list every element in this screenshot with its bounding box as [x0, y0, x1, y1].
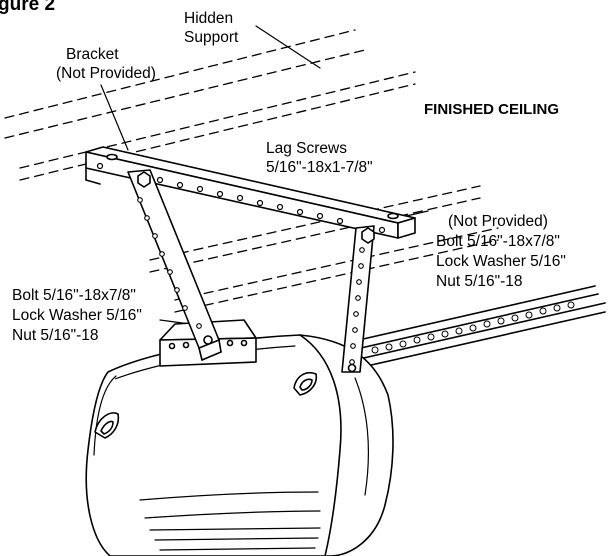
opener-body — [85, 334, 394, 556]
right-hardware-line-4: Nut 5/16"-18 — [436, 273, 523, 290]
right-hardware-label: (Not Provided) Bolt 5/16"-18x7/8" Lock W… — [436, 212, 566, 292]
light-lens-vents — [149, 527, 321, 551]
door-rail — [349, 285, 606, 369]
lag-screws-line-1: Lag Screws — [266, 140, 347, 157]
left-hardware-line-1: Bolt 5/16"-18x7/8" — [12, 287, 136, 304]
bracket-holes — [96, 162, 386, 234]
opener-mounting-tab — [159, 319, 257, 367]
left-hardware-label: Bolt 5/16"-18x7/8" Lock Washer 5/16" Nut… — [12, 286, 142, 346]
bracket-line-1: Bracket — [66, 46, 119, 63]
lag-screws-label: Lag Screws 5/16"-18x1-7/8" — [266, 139, 373, 177]
finished-ceiling-label: FINISHED CEILING — [424, 101, 560, 118]
left-hardware-line-2: Lock Washer 5/16" — [12, 307, 142, 324]
left-hardware-line-3: Nut 5/16"-18 — [12, 327, 99, 344]
hardware-bolts — [137, 171, 375, 373]
figure-title: gure 2 — [0, 0, 56, 15]
hidden-support-line-2: Support — [184, 29, 239, 46]
rail-chain — [371, 301, 575, 354]
bracket-label: Bracket (Not Provided) — [56, 45, 156, 83]
right-hardware-line-3: Lock Washer 5/16" — [436, 253, 566, 270]
hidden-support-label: Hidden Support — [184, 9, 238, 47]
bracket-line-2: (Not Provided) — [56, 65, 156, 82]
right-strap-holes — [349, 247, 365, 365]
lag-screws-line-2: 5/16"-18x1-7/8" — [266, 159, 373, 176]
cover-handle-recesses — [94, 372, 318, 439]
right-hardware-line-2: Bolt 5/16"-18x7/8" — [436, 233, 560, 250]
hidden-support-line-1: Hidden — [184, 10, 234, 27]
right-hardware-line-1: (Not Provided) — [448, 213, 548, 230]
